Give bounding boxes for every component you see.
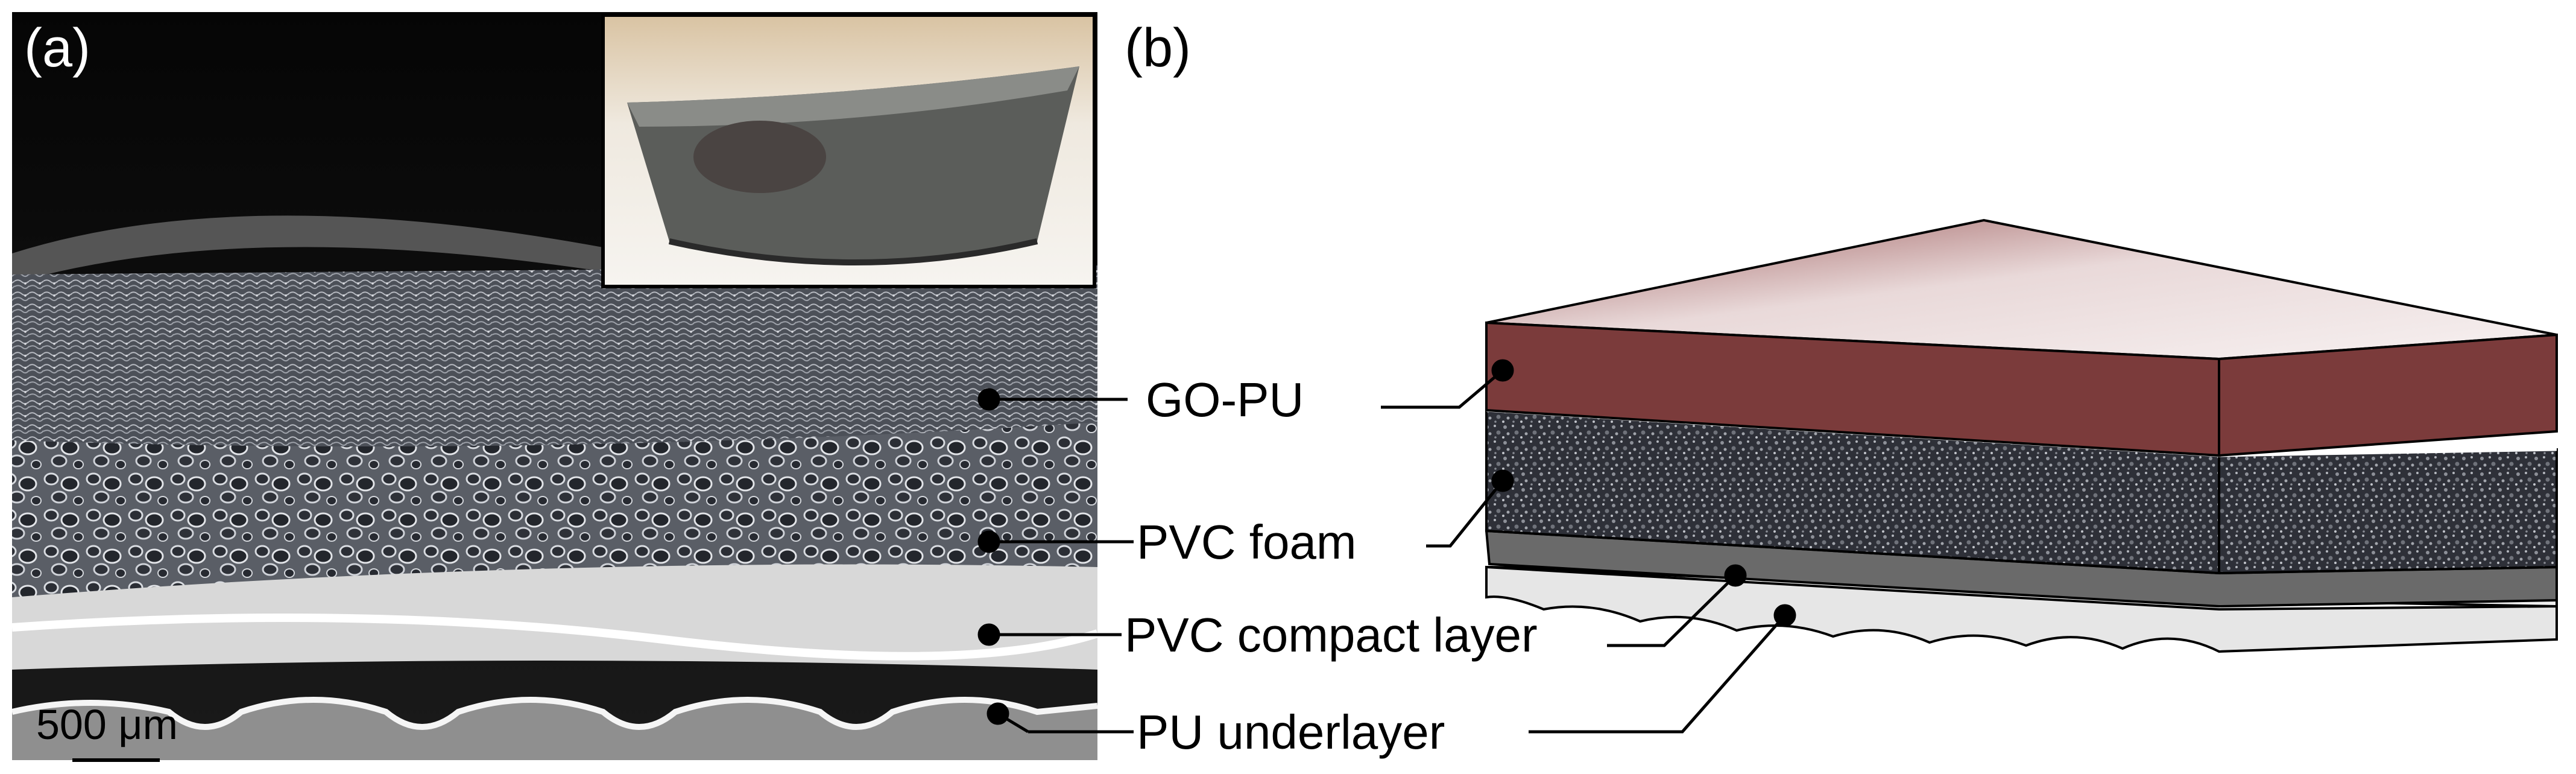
panel-a-label: (a) xyxy=(24,18,90,78)
panel-b-schematic xyxy=(1485,218,2558,653)
layer-label-pvc-compact: PVC compact layer xyxy=(1125,608,1538,662)
layer-label-pu-underlayer: PU underlayer xyxy=(1137,705,1445,759)
inset-photo xyxy=(601,13,1096,288)
panel-b-label: (b) xyxy=(1125,18,1191,78)
callouts xyxy=(977,359,1796,734)
scale-bar-label: 500 μm xyxy=(36,701,178,748)
layer-label-go-pu: GO-PU xyxy=(1146,373,1304,427)
layer-label-pvc-foam: PVC foam xyxy=(1137,515,1357,569)
